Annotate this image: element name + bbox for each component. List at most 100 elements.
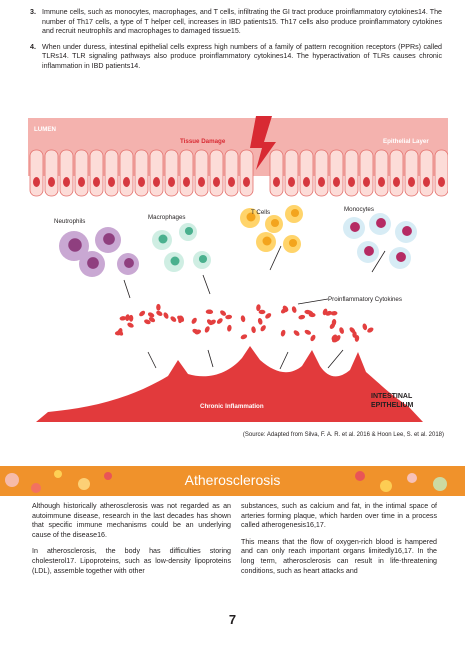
- cytokine-dot: [330, 311, 338, 316]
- cell-nucleus: [408, 177, 415, 187]
- list-text: When under duress, intestinal epithelial…: [42, 42, 442, 70]
- epithelial-cell: [329, 149, 344, 197]
- cell-nucleus: [423, 177, 430, 187]
- epithelial-cell: [434, 149, 448, 197]
- cytokines-label: Proinflammatory Cytokines: [328, 296, 402, 303]
- numbered-list: 3. Immune cells, such as monocytes, macr…: [30, 8, 442, 78]
- cell-nucleus: [438, 177, 445, 187]
- tissue-damage-label: Tissue Damage: [180, 138, 226, 145]
- body-column-right: substances, such as calcium and fat, in …: [241, 502, 437, 583]
- immune-cells: [59, 205, 417, 277]
- cytokine-dot: [293, 330, 300, 336]
- monocyte-nucleus: [350, 222, 360, 232]
- cytokine-dot: [148, 317, 156, 323]
- cell-nucleus: [213, 177, 220, 187]
- section-banner: Atherosclerosis: [0, 466, 465, 496]
- t-cell-nucleus: [288, 238, 298, 248]
- epithelial-cell: [389, 149, 404, 197]
- section-title: Atherosclerosis: [184, 472, 281, 488]
- macrophages-label: Macrophages: [148, 214, 186, 221]
- epithelial-cell: [179, 149, 194, 197]
- cytokine-dot: [170, 316, 177, 322]
- epithelial-cell: [374, 149, 389, 197]
- epithelial-cell: [419, 149, 434, 197]
- t-cell-nucleus: [246, 212, 256, 222]
- cytokine-dot: [139, 310, 146, 317]
- monocyte-nucleus: [396, 252, 406, 262]
- cytokine-dot: [227, 324, 232, 332]
- cytokine-dot: [225, 314, 233, 320]
- cytokine-dot: [156, 303, 161, 311]
- cell-nucleus: [48, 177, 55, 187]
- neutrophils-label: Neutrophils: [54, 218, 86, 225]
- cytokine-dots: [114, 303, 374, 343]
- cytokine-dot: [307, 310, 314, 316]
- cell-nucleus: [168, 177, 175, 187]
- cytokine-dot: [251, 326, 256, 334]
- epithelium-label: EPITHELIUM: [371, 402, 414, 409]
- cytokine-dot: [265, 313, 272, 319]
- cytokine-dot: [257, 318, 263, 325]
- cytokine-dot: [191, 317, 197, 324]
- macrophage-nucleus: [184, 226, 194, 236]
- cell-nucleus: [93, 177, 100, 187]
- cytokine-dot: [322, 308, 328, 316]
- banner-decoration: [5, 470, 447, 493]
- epithelial-cell: [44, 149, 59, 197]
- epithelial-cell: [284, 149, 299, 197]
- epithelial-cell: [89, 149, 104, 197]
- epithelial-cell: [404, 149, 419, 197]
- epithelial-cell: [224, 149, 239, 197]
- cytokine-dot: [258, 309, 266, 315]
- epithelial-cell: [344, 149, 359, 197]
- cell-nucleus: [303, 177, 310, 187]
- cell-nucleus: [198, 177, 205, 187]
- cytokine-dot: [125, 314, 130, 321]
- cytokine-dot: [310, 334, 316, 342]
- neutrophil-nucleus: [124, 258, 134, 268]
- epithelial-cell: [209, 149, 224, 197]
- cytokine-dot: [220, 310, 227, 316]
- page-number: 7: [228, 612, 237, 627]
- paragraph: This means that the flow of oxygen-rich …: [241, 537, 437, 575]
- cytokine-dot: [256, 304, 261, 312]
- list-text: Immune cells, such as monocytes, macroph…: [42, 8, 442, 36]
- cytokine-dot: [156, 310, 163, 316]
- list-number: 4.: [30, 42, 36, 51]
- macrophage-nucleus: [170, 256, 180, 266]
- cell-nucleus: [153, 177, 160, 187]
- cytokine-dot: [367, 327, 374, 333]
- cell-nucleus: [288, 177, 295, 187]
- neutrophil-nucleus: [103, 233, 115, 245]
- list-item: 4. When under duress, intestinal epithel…: [30, 43, 442, 72]
- cytokine-dot: [144, 319, 151, 325]
- cytokine-dot: [240, 315, 246, 323]
- epithelial-cell: [134, 149, 149, 197]
- cytokine-dot: [128, 314, 134, 322]
- inflamed-epithelium: [36, 346, 423, 422]
- cytokine-dot: [204, 326, 210, 333]
- monocytes-label: Monocytes: [344, 206, 374, 213]
- cell-nucleus: [348, 177, 355, 187]
- cell-nucleus: [363, 177, 370, 187]
- t-cell-nucleus: [262, 236, 272, 246]
- body-column-left: Although historically atherosclerosis wa…: [32, 502, 231, 583]
- cell-nucleus: [78, 177, 85, 187]
- cell-nucleus: [33, 177, 40, 187]
- epithelial-cell: [29, 149, 44, 197]
- cytokine-dot: [282, 305, 288, 313]
- cytokine-dot: [304, 329, 312, 335]
- epithelial-cell: [104, 149, 119, 197]
- cytokine-dot: [119, 316, 127, 321]
- epithelial-cell: [59, 149, 74, 197]
- cytokine-dot: [329, 322, 336, 329]
- neutrophil-nucleus: [68, 238, 82, 252]
- cytokine-dot: [352, 331, 357, 338]
- cell-nucleus: [243, 177, 250, 187]
- epithelial-cell: [359, 149, 374, 197]
- cytokine-dot: [216, 318, 223, 324]
- arrows: [123, 245, 386, 370]
- cytokine-dot: [163, 312, 169, 319]
- epithelial-cell: [299, 149, 314, 197]
- cytokine-dot: [147, 312, 155, 318]
